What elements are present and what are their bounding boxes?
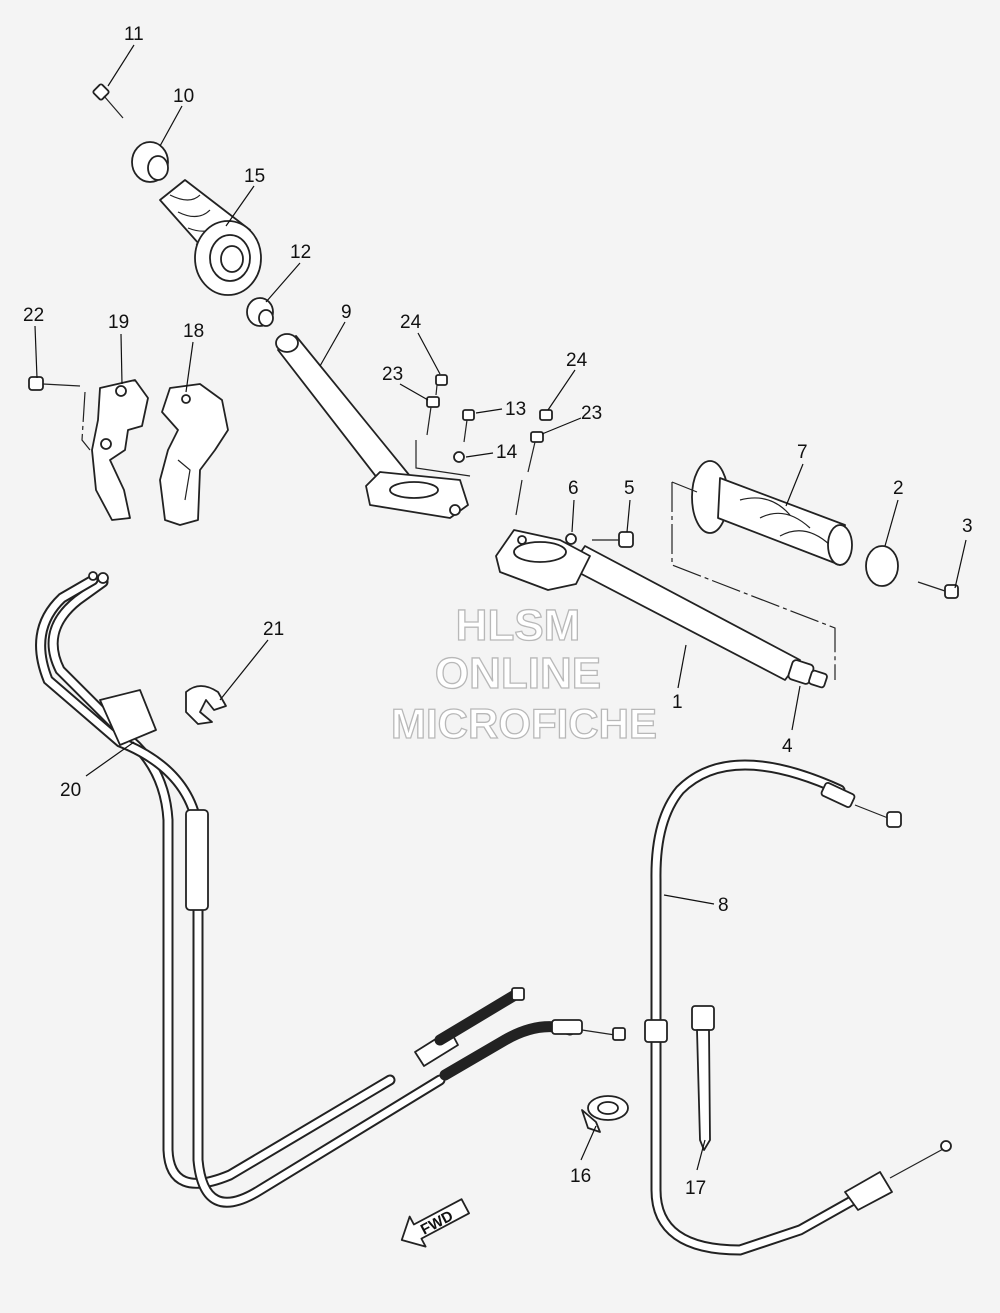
part-9-handlebar-left[interactable]	[275, 333, 469, 519]
callout-7-label: 7	[797, 442, 808, 463]
callout-13-label: 13	[505, 399, 526, 420]
callout-9-label: 9	[341, 302, 352, 323]
callout-5: 5	[624, 478, 635, 533]
part-1-handlebar-right[interactable]	[495, 529, 801, 681]
part-6-washer[interactable]	[565, 533, 577, 545]
callout-5-label: 5	[624, 478, 635, 499]
callout-19: 19	[108, 312, 129, 385]
part-19-switch-housing[interactable]	[91, 379, 149, 521]
part-20-throttle-cables[interactable]	[35, 571, 626, 1208]
part-24-nut-left[interactable]	[435, 374, 448, 386]
callout-2: 2	[884, 478, 904, 547]
callout-19-label: 19	[108, 312, 129, 333]
part-14-washer[interactable]	[453, 451, 465, 463]
callout-11-label: 11	[124, 24, 144, 45]
watermark-line1: HLSM	[456, 601, 581, 650]
callout-17-label: 17	[685, 1178, 706, 1199]
callout-3: 3	[954, 516, 973, 589]
part-12-collar[interactable]	[246, 297, 274, 327]
callout-23a: 23	[382, 364, 429, 401]
part-4-collar[interactable]	[787, 659, 828, 689]
callout-15: 15	[225, 166, 265, 227]
callout-10-label: 10	[173, 86, 194, 107]
callout-21-label: 21	[263, 619, 284, 640]
part-10-bar-end[interactable]	[131, 141, 169, 183]
callout-22: 22	[23, 305, 44, 379]
callout-2-label: 2	[893, 478, 904, 499]
part-16-clamp[interactable]	[581, 1095, 629, 1133]
callout-16-label: 16	[570, 1166, 591, 1187]
callout-23b-label: 23	[581, 403, 602, 424]
callout-11: 11	[107, 24, 144, 87]
callout-1: 1	[672, 644, 687, 713]
callout-16: 16	[570, 1125, 597, 1187]
callout-18-label: 18	[183, 321, 204, 342]
callout-24a-label: 24	[400, 312, 422, 333]
callout-14: 14	[465, 442, 518, 463]
assembly-bracket-right	[671, 481, 836, 680]
callout-21: 21	[219, 619, 284, 701]
part-24-nut-right[interactable]	[539, 409, 553, 421]
part-23-bolt-left[interactable]	[426, 396, 440, 436]
part-5-bolt[interactable]	[592, 531, 634, 548]
part-15-grip-right[interactable]	[159, 179, 262, 296]
watermark: HLSM ONLINE MICROFICHE	[390, 600, 657, 747]
callout-23b: 23	[541, 403, 602, 435]
callout-24b: 24	[547, 350, 588, 411]
callout-24b-label: 24	[566, 350, 588, 371]
callout-20: 20	[60, 741, 135, 801]
part-18-switch-housing[interactable]	[159, 383, 229, 526]
fwd-arrow: FWD	[400, 1198, 470, 1248]
callout-8-label: 8	[718, 895, 729, 916]
callout-14-label: 14	[496, 442, 518, 463]
callout-3-label: 3	[962, 516, 973, 537]
part-8-clutch-cable[interactable]	[644, 759, 952, 1256]
watermark-line2: ONLINE	[435, 649, 601, 698]
assembly-line-left	[415, 384, 471, 477]
callout-18: 18	[183, 321, 204, 393]
callout-1-label: 1	[672, 692, 683, 713]
callout-20-label: 20	[60, 780, 81, 801]
callout-12-label: 12	[290, 242, 311, 263]
part-22-screw[interactable]	[28, 376, 81, 391]
callout-23a-label: 23	[382, 364, 403, 385]
part-3-bolt[interactable]	[917, 581, 959, 599]
callout-24a: 24	[400, 312, 441, 375]
callout-15-label: 15	[244, 166, 265, 187]
part-11-bolt[interactable]	[92, 83, 124, 119]
assembly-line-right	[515, 479, 523, 516]
callout-4-label: 4	[782, 736, 793, 757]
callout-10: 10	[159, 86, 194, 147]
callout-7: 7	[785, 442, 808, 507]
callout-13: 13	[475, 399, 526, 420]
part-2-bar-end[interactable]	[865, 545, 899, 587]
callout-6-label: 6	[568, 478, 579, 499]
assembly-line-19	[81, 391, 91, 451]
watermark-line3: MICROFICHE	[391, 700, 657, 747]
part-17-cable-tie[interactable]	[691, 1005, 715, 1151]
part-21-cable-holder[interactable]	[185, 685, 227, 725]
callout-12: 12	[265, 242, 311, 303]
part-7-grip-left[interactable]	[691, 460, 853, 566]
callout-9: 9	[319, 302, 352, 367]
callout-6: 6	[568, 478, 579, 533]
part-13-bolt[interactable]	[462, 409, 475, 443]
callout-17: 17	[685, 1139, 706, 1199]
callout-4: 4	[782, 685, 801, 757]
callout-22-label: 22	[23, 305, 44, 326]
part-23-bolt-right[interactable]	[527, 431, 544, 473]
callout-8: 8	[663, 894, 729, 916]
